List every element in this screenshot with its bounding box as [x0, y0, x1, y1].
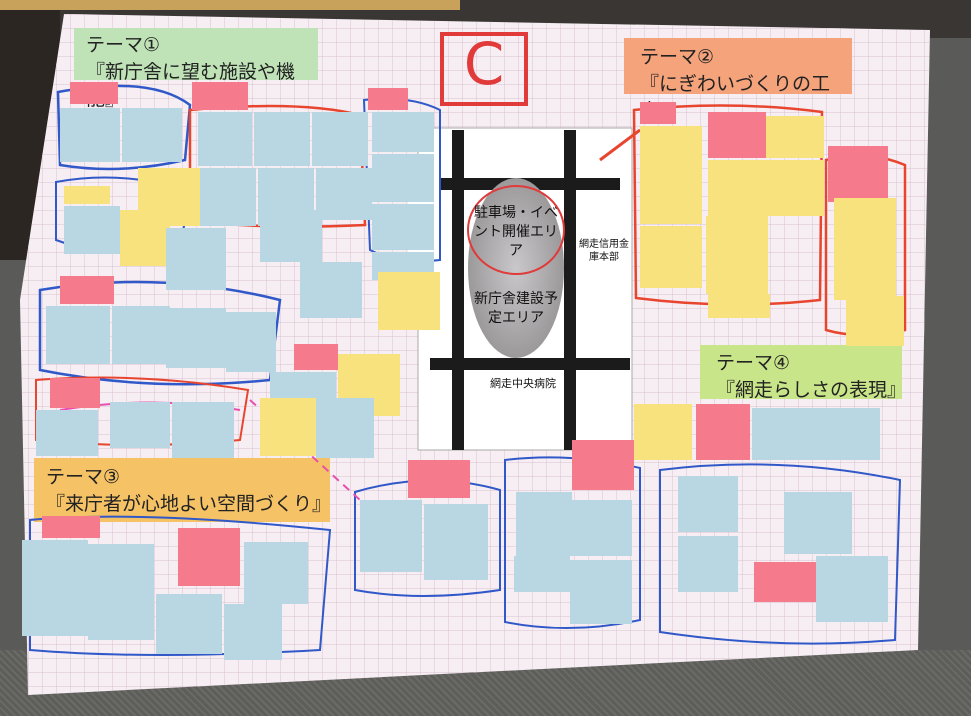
- theme3-title: 『来庁者が心地よい空間づくり』: [46, 493, 332, 515]
- sticky-note: [378, 272, 440, 330]
- sticky-note: [110, 402, 170, 448]
- sticky-note: [368, 88, 408, 110]
- sticky-note: [372, 112, 434, 152]
- sticky-note: [198, 112, 252, 166]
- sticky-note: [70, 82, 118, 104]
- sticky-note: [42, 516, 100, 538]
- sticky-note: [834, 250, 896, 300]
- sticky-note: [156, 594, 222, 654]
- sticky-note: [784, 492, 852, 554]
- sticky-note: [846, 296, 904, 346]
- sticky-note: [64, 206, 120, 254]
- sticky-note: [766, 160, 824, 216]
- sticky-note: [226, 312, 276, 372]
- theme1-band: [74, 28, 318, 80]
- sticky-note: [706, 216, 768, 294]
- sticky-note: [36, 410, 98, 456]
- theme2-band: [624, 38, 852, 94]
- sticky-note: [708, 112, 766, 158]
- map-drawing: [408, 127, 633, 451]
- sticky-note: [708, 294, 770, 318]
- sticky-note: [640, 102, 676, 124]
- sticky-note: [120, 210, 170, 266]
- sticky-note: [678, 476, 738, 532]
- sticky-note: [244, 542, 308, 604]
- sticky-note: [260, 398, 316, 456]
- map-construction-area: 新庁舎建設予定エリア: [474, 291, 558, 326]
- sticky-note: [316, 398, 374, 458]
- sticky-note: [60, 108, 120, 162]
- sticky-note: [260, 210, 322, 262]
- map-bank: 網走信用金庫本部: [579, 239, 629, 263]
- theme1-heading: テーマ①: [86, 34, 161, 56]
- sticky-note: [88, 576, 154, 640]
- sticky-note: [640, 226, 702, 288]
- theme4-label: テーマ④ 『網走らしさの表現』: [716, 348, 907, 402]
- sticky-note: [708, 160, 766, 216]
- sticky-note: [828, 146, 888, 202]
- sticky-note: [294, 344, 338, 370]
- sticky-note: [178, 528, 240, 586]
- sticky-note: [572, 440, 634, 490]
- sticky-note: [224, 604, 282, 660]
- sticky-note: [566, 500, 632, 556]
- map-hospital: 網走中央病院: [490, 377, 556, 390]
- center-badge: C: [463, 30, 505, 98]
- sticky-note: [640, 126, 702, 224]
- sticky-note: [312, 112, 368, 166]
- sticky-note: [696, 404, 750, 460]
- sticky-note: [360, 500, 422, 572]
- background-table: [0, 0, 460, 10]
- center-badge-box: [440, 32, 528, 106]
- sticky-note: [834, 198, 896, 254]
- theme4-title: 『網走らしさの表現』: [716, 379, 907, 401]
- sticky-note: [816, 556, 888, 622]
- sticky-note: [192, 82, 248, 110]
- sticky-note: [372, 204, 434, 250]
- sticky-note: [166, 308, 226, 368]
- sticky-note: [46, 306, 110, 364]
- sticky-note: [166, 228, 226, 290]
- sticky-note: [122, 108, 182, 162]
- sticky-note: [200, 168, 256, 226]
- sticky-note: [814, 408, 880, 460]
- theme3-label: テーマ③ 『来庁者が心地よい空間づくり』: [46, 462, 332, 516]
- sticky-note: [316, 168, 372, 220]
- map-parking-area: 駐車場・イベント開催エリア: [474, 205, 558, 259]
- sticky-note: [172, 402, 234, 458]
- theme3-band: [34, 458, 330, 522]
- sticky-note: [50, 378, 100, 408]
- sticky-note: [752, 408, 814, 460]
- theme2-heading: テーマ②: [640, 46, 715, 68]
- theme4-band: [700, 345, 902, 399]
- sticky-note: [60, 276, 114, 304]
- sticky-note: [372, 154, 434, 202]
- sticky-note: [22, 540, 88, 636]
- sticky-note: [570, 560, 632, 624]
- theme3-heading: テーマ③: [46, 466, 121, 488]
- sticky-note: [514, 556, 570, 592]
- sticky-note: [408, 460, 470, 498]
- sticky-note: [754, 562, 816, 602]
- sticky-note: [424, 504, 488, 580]
- sticky-note: [64, 186, 110, 204]
- sticky-note: [766, 116, 824, 158]
- sticky-note: [112, 306, 170, 364]
- sticky-note: [678, 536, 738, 592]
- sticky-note: [516, 492, 572, 556]
- theme4-heading: テーマ④: [716, 352, 791, 374]
- sticky-note: [634, 404, 692, 460]
- sticky-note: [300, 262, 362, 318]
- sticky-note: [254, 112, 310, 166]
